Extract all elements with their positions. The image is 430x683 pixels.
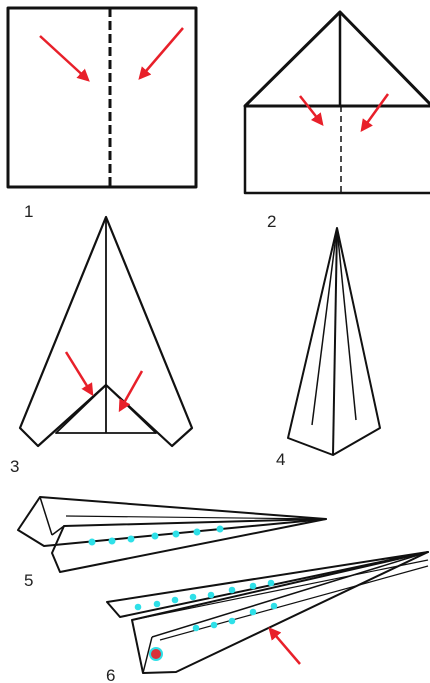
arrow-icon	[120, 371, 142, 410]
step-label-1: 1	[24, 202, 33, 221]
arrow-icon	[270, 629, 300, 664]
step-2-figure	[245, 12, 430, 193]
weight-dot-icon	[150, 648, 162, 660]
arrow-icon	[140, 28, 183, 78]
step-label-5: 5	[24, 571, 33, 590]
step-4-figure	[288, 228, 380, 455]
step-label-3: 3	[10, 457, 19, 476]
step-label-2: 2	[267, 212, 276, 231]
step-3-figure	[20, 217, 192, 446]
step-1-figure	[8, 8, 196, 187]
step-label-4: 4	[276, 450, 285, 469]
step-6-figure	[107, 552, 428, 673]
arrow-icon	[300, 96, 322, 124]
step-5-figure	[18, 497, 326, 572]
arrow-icon	[66, 352, 92, 394]
arrow-icon	[362, 94, 388, 130]
arrow-icon	[40, 36, 88, 80]
step-label-6: 6	[106, 666, 115, 683]
